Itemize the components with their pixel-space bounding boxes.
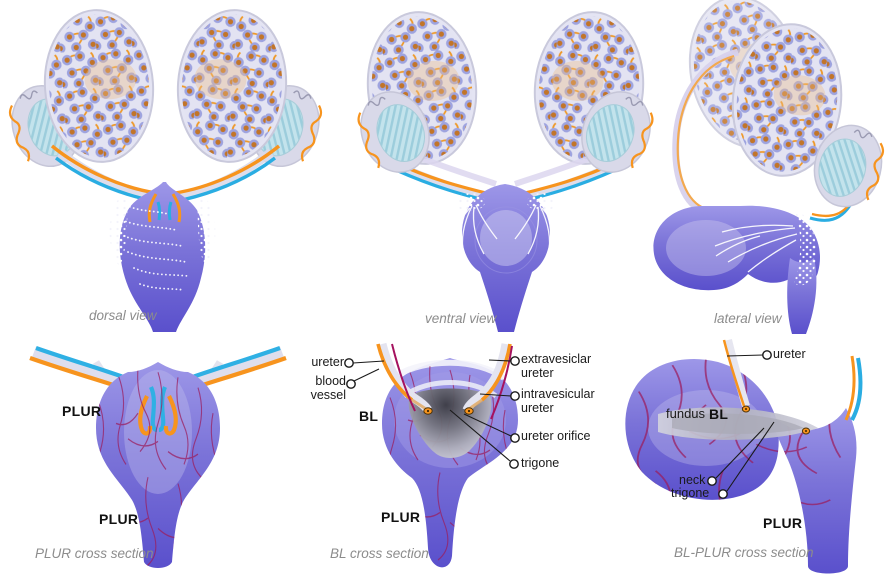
label-trigone-right-panel: trigone: [671, 486, 710, 500]
label-intravesicular: intravesicular: [521, 387, 595, 401]
label-ureter: ureter: [311, 355, 344, 369]
caption-bl-plur-cross-section: BL-PLUR cross section: [674, 545, 814, 560]
label-extravesicular-ureter: extravesiclar ureter: [521, 352, 592, 380]
label-ureter-orifice: ureter orifice: [521, 429, 591, 443]
caption-plur-cross-section: PLUR cross section: [35, 546, 154, 561]
lateral-view-illustration: [653, 0, 892, 334]
label-blood-vessel: blood vessel: [300, 374, 346, 402]
ureter-orifices: [423, 407, 474, 415]
label-extravesicular-2: ureter: [521, 365, 554, 380]
label-plur-bl-panel: PLUR: [381, 509, 421, 525]
leader-lines: [344, 350, 775, 499]
label-fundus: fundus: [666, 406, 706, 421]
bladder-organ-lateral: [653, 205, 820, 334]
bl-cross-section-illustration: [376, 342, 518, 568]
dorsal-view-illustration: [0, 6, 329, 332]
label-plur-right-panel: PLUR: [763, 515, 803, 531]
bladder-organ-ventral: [447, 184, 565, 332]
label-intravesicular-2: ureter: [521, 400, 554, 415]
label-bl-right-panel: BL: [709, 406, 729, 422]
plur-organ-dorsal: [109, 182, 216, 332]
label-trigone: trigone: [521, 456, 560, 470]
label-bl: BL: [359, 408, 379, 424]
ureter-tube: [722, 339, 750, 408]
caption-ventral-view: ventral view: [425, 311, 497, 326]
label-blood: blood: [315, 374, 346, 388]
label-neck: neck: [679, 473, 706, 487]
label-intravesicular-ureter: intravesicular ureter: [521, 387, 595, 415]
label-plur-lower: PLUR: [99, 511, 139, 527]
ventral-view-illustration: [348, 8, 661, 332]
caption-lateral-view: lateral view: [714, 311, 782, 326]
label-plur-upper: PLUR: [62, 403, 102, 419]
stem-ducts: [844, 355, 863, 421]
caption-bl-cross-section: BL cross section: [330, 546, 429, 561]
duct-bundle: [672, 48, 739, 216]
duct-openings: [741, 405, 811, 435]
label-extravesicular: extravesiclar: [521, 352, 592, 366]
plur-cross-section-illustration: [29, 346, 287, 568]
label-ureter-right-panel: ureter: [773, 347, 806, 361]
bl-plur-cross-section-illustration: [625, 339, 863, 574]
label-vessel: vessel: [310, 387, 346, 402]
caption-dorsal-view: dorsal view: [89, 308, 157, 323]
